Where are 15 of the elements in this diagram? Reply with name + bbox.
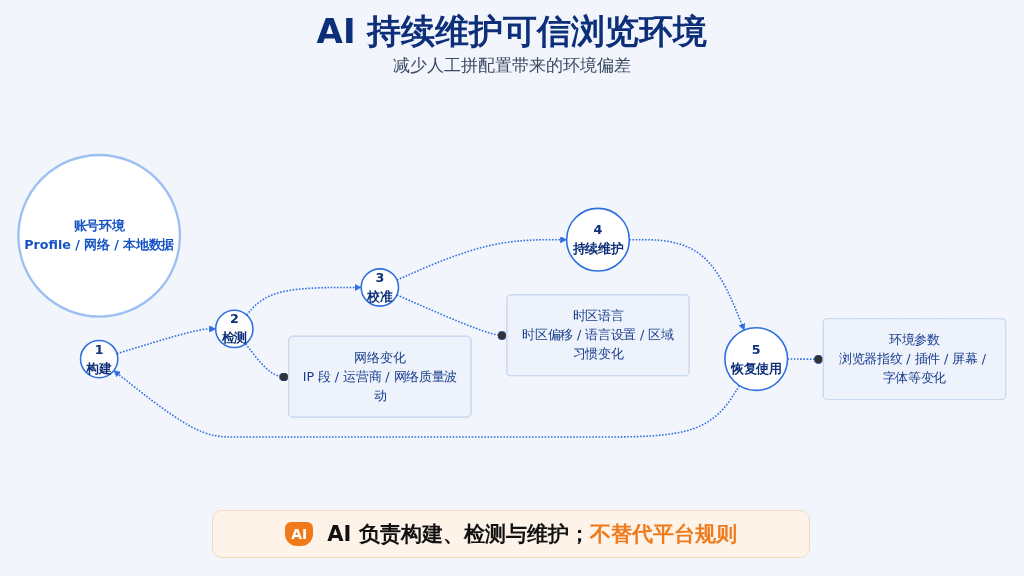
subtitle: 减少人工拼配置带来的环境偏差 — [392, 54, 632, 77]
node-circle: 5 恢复使用 — [724, 326, 789, 391]
node-circle: 账号环境 Profile / 网络 / 本地数据 — [17, 153, 182, 318]
node-circle: 4 持续维护 — [565, 207, 631, 272]
note-text: AI 负责构建、检测与维护； — [327, 521, 590, 548]
node-circle: 2 检测 — [214, 309, 254, 348]
title: AI 持续维护可信浏览环境 — [315, 10, 709, 52]
ai-shield-icon: AI — [285, 522, 314, 546]
highlight-text: 不替代平台规则 — [589, 521, 737, 548]
arrow — [116, 324, 216, 354]
arrow — [113, 369, 741, 438]
node-circle: 1 构建 — [79, 339, 119, 378]
arrow — [245, 283, 362, 316]
node-circle: 3 校准 — [360, 267, 400, 307]
connector — [244, 342, 290, 382]
